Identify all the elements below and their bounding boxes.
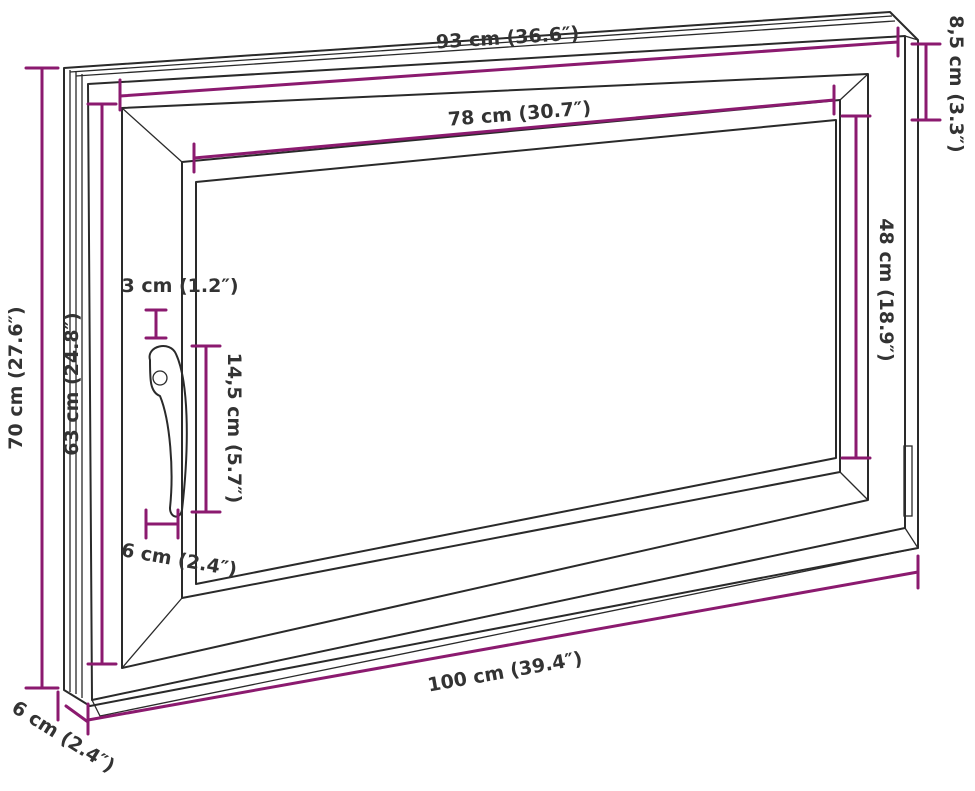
glass-pane [195, 119, 837, 585]
hinge [903, 445, 913, 517]
frame-edge-line [904, 35, 919, 41]
label-frame-depth: 8,5 cm (3.3″) [945, 15, 967, 152]
frame-edge-line [63, 11, 891, 69]
label-bottom-depth: 6 cm (2.4″) [8, 697, 119, 778]
label-handle-length: 14,5 cm (5.7″) [223, 353, 245, 504]
bevel-line [121, 107, 183, 163]
dim-bottom-depth [64, 704, 90, 724]
dim-top-outer-width [118, 40, 900, 98]
label-outer-height: 70 cm (27.6″) [5, 306, 27, 449]
bevel-line [839, 73, 869, 101]
bevel-line [839, 471, 869, 501]
sash-outer [87, 35, 906, 701]
label-sash-height: 63 cm (24.8″) [61, 312, 83, 455]
dimension-labels: 93 cm (36.6″) 78 cm (30.7″) 8,5 cm (3.3″… [5, 15, 967, 777]
label-inner-glass-height: 48 cm (18.9″) [875, 218, 897, 361]
dim-bottom-width [86, 570, 920, 722]
bevel-line [121, 597, 183, 669]
frame-edge-line [75, 20, 896, 77]
dimension-lines [24, 26, 942, 736]
label-handle-offset-bottom: 6 cm (2.4″) [120, 539, 239, 581]
label-top-outer-width: 93 cm (36.6″) [435, 23, 580, 54]
label-handle-offset-top: 3 cm (1.2″) [121, 275, 238, 297]
bottom-sill [91, 527, 920, 717]
dim-inner-glass-width [192, 98, 836, 160]
frame-edge-line [69, 15, 893, 73]
handle-rosette [152, 370, 168, 386]
